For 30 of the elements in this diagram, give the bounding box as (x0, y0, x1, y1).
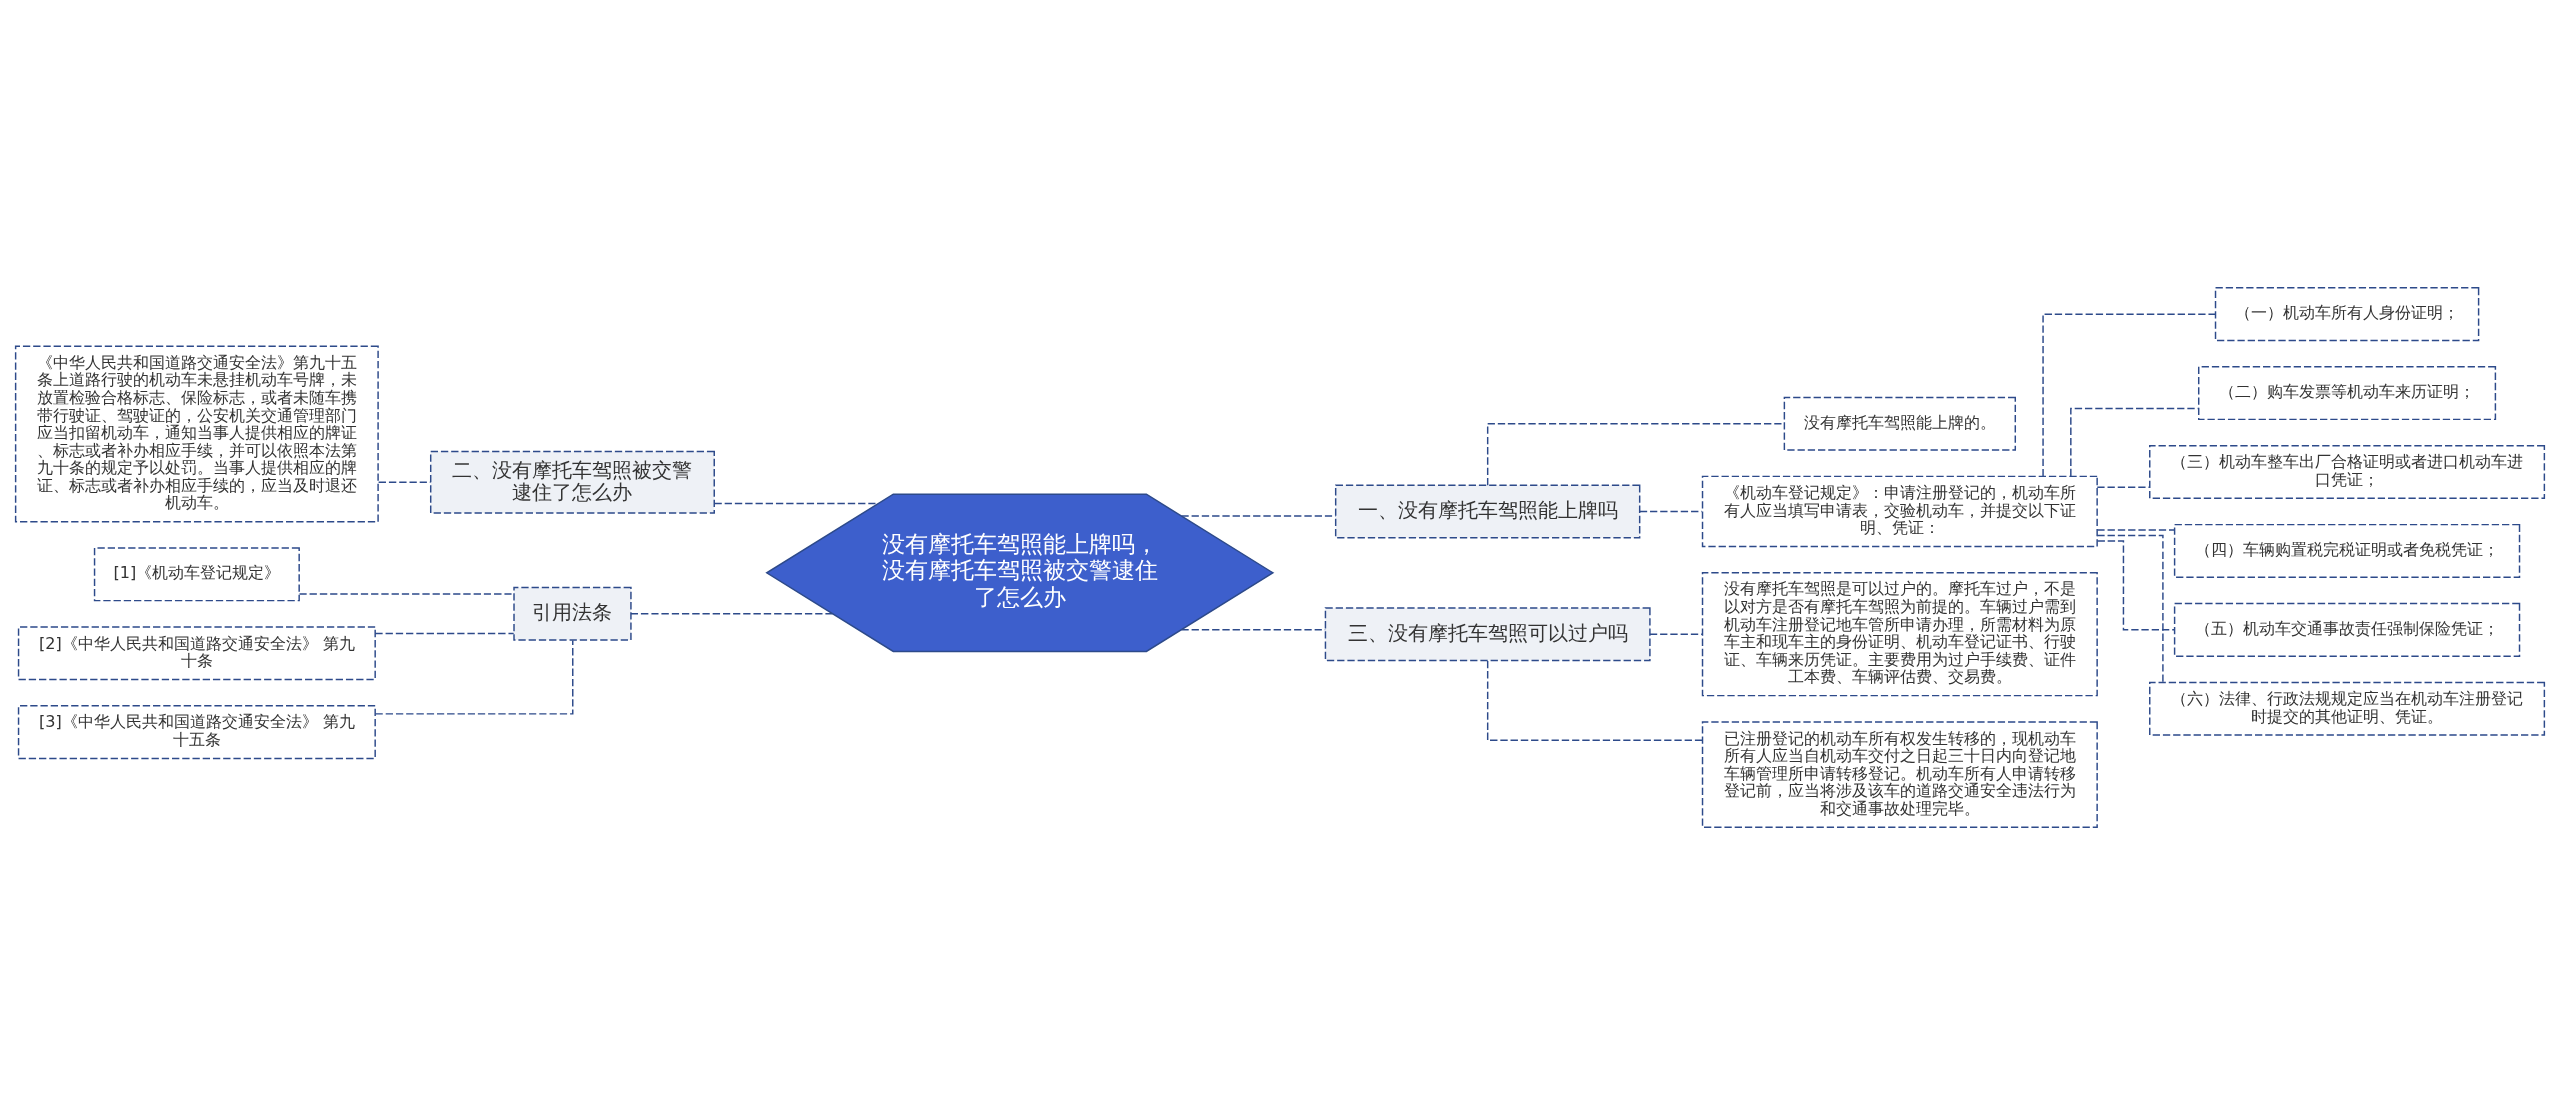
node-box: 没有摩托车驾照能上牌的。 (1783, 396, 2016, 451)
connector (1649, 633, 1703, 635)
node-box: 没有摩托车驾照是可以过户的。摩托车过户，不是以对方是否有摩托车驾照为前提的。车辆过户需到机动车注册登记地车管所申请办理，所需材料为原车主和现车主的身份证明、机动车登记证书、行驶证、车辆来历凭证。主要费用为过户手续费、证件工本费、车辆评估费、交易费。 (1701, 571, 2098, 696)
connector (374, 639, 574, 715)
node-box: 引用法条 (513, 586, 632, 641)
node-box: 《机动车登记规定》：申请注册登记的，机动车所有人应当填写申请表，交验机动车，并提交以下证明、凭证： (1701, 475, 2098, 547)
node-box: （四）车辆购置税完税证明或者免税凭证； (2173, 523, 2521, 578)
node-box: 一、没有摩托车驾照能上牌吗 (1334, 483, 1641, 538)
connector (1486, 659, 1703, 741)
node-box: [1]《机动车登记规定》 (93, 546, 300, 601)
node-box: [3]《中华人民共和国道路交通安全法》 第九十五条 (17, 704, 376, 759)
connector (2042, 312, 2217, 477)
node-box: （一）机动车所有人身份证明； (2214, 286, 2480, 341)
connector (1639, 510, 1703, 512)
connector (2096, 486, 2151, 488)
connector (374, 632, 515, 634)
node-box: （二）购车发票等机动车来历证明； (2198, 365, 2497, 420)
connector (630, 612, 834, 614)
connector (2096, 528, 2176, 531)
connector (2096, 534, 2164, 683)
node-box: 二、没有摩托车驾照被交警逮住了怎么办 (429, 450, 715, 514)
connector (2096, 539, 2175, 631)
connector (298, 592, 515, 595)
node-box: 三、没有摩托车驾照可以过户吗 (1324, 606, 1651, 661)
node-box: 已注册登记的机动车所有权发生转移的，现机动车所有人应当自机动车交付之日起三十日内向登记地车辆管理所申请转移登记。机动车所有人申请转移登记前，应当将涉及该车的道路交通安全违法行为和交通事故处理完毕。 (1701, 720, 2098, 828)
node-box: （五）机动车交通事故责任强制保险凭证； (2173, 602, 2521, 657)
node-box: （三）机动车整车出厂合格证明或者进口机动车进口凭证； (2149, 444, 2546, 499)
node-box: 《中华人民共和国道路交通安全法》第九十五条上道路行驶的机动车未悬挂机动车号牌，未放置检验合格标志、保险标志，或者未随车携带行驶证、驾驶证的，公安机关交通管理部门应当扣留机动车，通知当事人提供相应的牌证、标志或者补办相应手续，并可以依照本法第九十条的规定予以处罚。当事人提供相应的牌证、标志或者补办相应手续的，应当及时退还机动车。 (14, 345, 379, 522)
node-box: [2]《中华人民共和国道路交通安全法》 第九十条 (17, 625, 376, 680)
node-box: （六）法律、行政法规规定应当在机动车注册登记时提交的其他证明、凭证。 (2149, 681, 2546, 736)
